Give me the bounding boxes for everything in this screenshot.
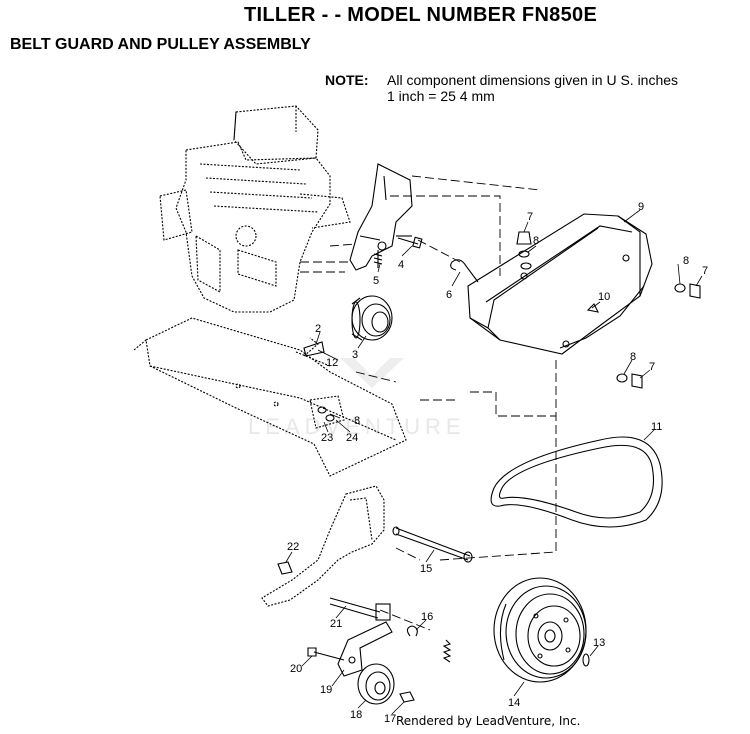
callout-6: 6 [446, 289, 452, 301]
callout-numbers: 7 8 9 4 5 6 10 8 7 2 3 12 8 7 8 23 24 11… [287, 201, 708, 725]
note-label: NOTE: [325, 72, 369, 88]
callout-20: 20 [290, 663, 302, 675]
v-belt-part-11 [490, 436, 663, 528]
callout-12: 12 [326, 357, 338, 369]
idler-pulley-part-18 [357, 663, 395, 705]
screw-part-5 [373, 250, 383, 268]
drive-pulley-part-14 [493, 577, 587, 683]
callout-7: 7 [527, 211, 533, 223]
callout-23: 23 [321, 432, 333, 444]
callout-3: 3 [352, 349, 358, 361]
assembly-lines [300, 175, 557, 631]
callout-18: 18 [350, 709, 362, 721]
note-line-1: All component dimensions given in U S. i… [387, 72, 679, 88]
callout-8: 8 [533, 235, 539, 247]
callout-leaders [285, 209, 703, 715]
idler-arm-bracket [261, 485, 385, 607]
callout-19: 19 [320, 684, 332, 696]
engine-pulley-part-3 [351, 295, 393, 341]
rod-part-15 [392, 526, 473, 563]
belt-guard-bracket [349, 163, 413, 271]
engine [159, 105, 351, 313]
hook-part-6 [450, 259, 479, 283]
callout-8: 8 [630, 351, 636, 363]
shaft-part-21 [329, 597, 391, 621]
tine-shield [133, 317, 407, 477]
callout-9: 9 [638, 201, 644, 213]
clip-part-16 [406, 625, 418, 637]
retaining-ring-part-13 [582, 653, 590, 667]
idler-bracket-part-19 [337, 621, 393, 677]
callout-17: 17 [384, 713, 396, 725]
callout-22: 22 [287, 541, 299, 553]
callout-4: 4 [398, 259, 404, 271]
watermark-text: LEADVENTURE [248, 414, 466, 439]
nut-washer-set [317, 231, 701, 422]
spring [442, 639, 452, 663]
callout-8: 8 [683, 255, 689, 267]
callout-7: 7 [702, 265, 708, 277]
callout-16: 16 [421, 611, 433, 623]
page-title: TILLER - - MODEL NUMBER FN850E [244, 4, 598, 26]
callout-10: 10 [598, 291, 610, 303]
callout-24: 24 [346, 432, 358, 444]
bolt-part-4 [397, 236, 423, 249]
watermark-logo: LEADVENTURE [248, 358, 466, 439]
nut-part-22 [277, 561, 293, 575]
callout-13: 13 [593, 637, 605, 649]
callout-15: 15 [420, 563, 432, 575]
callout-11: 11 [651, 421, 662, 433]
callout-21: 21 [330, 618, 342, 630]
assembly-subtitle: BELT GUARD AND PULLEY ASSEMBLY [10, 36, 311, 53]
render-credit: Rendered by LeadVenture, Inc. [396, 714, 581, 728]
note-line-2: 1 inch = 25 4 mm [387, 88, 495, 104]
callout-8: 8 [354, 415, 360, 427]
nut-part-17 [399, 691, 415, 703]
bolt-part-20 [307, 647, 345, 661]
callout-2: 2 [315, 323, 321, 335]
belt-guard [467, 213, 653, 355]
callout-14: 14 [508, 697, 520, 709]
callout-5: 5 [373, 275, 379, 287]
callout-7: 7 [649, 361, 655, 373]
